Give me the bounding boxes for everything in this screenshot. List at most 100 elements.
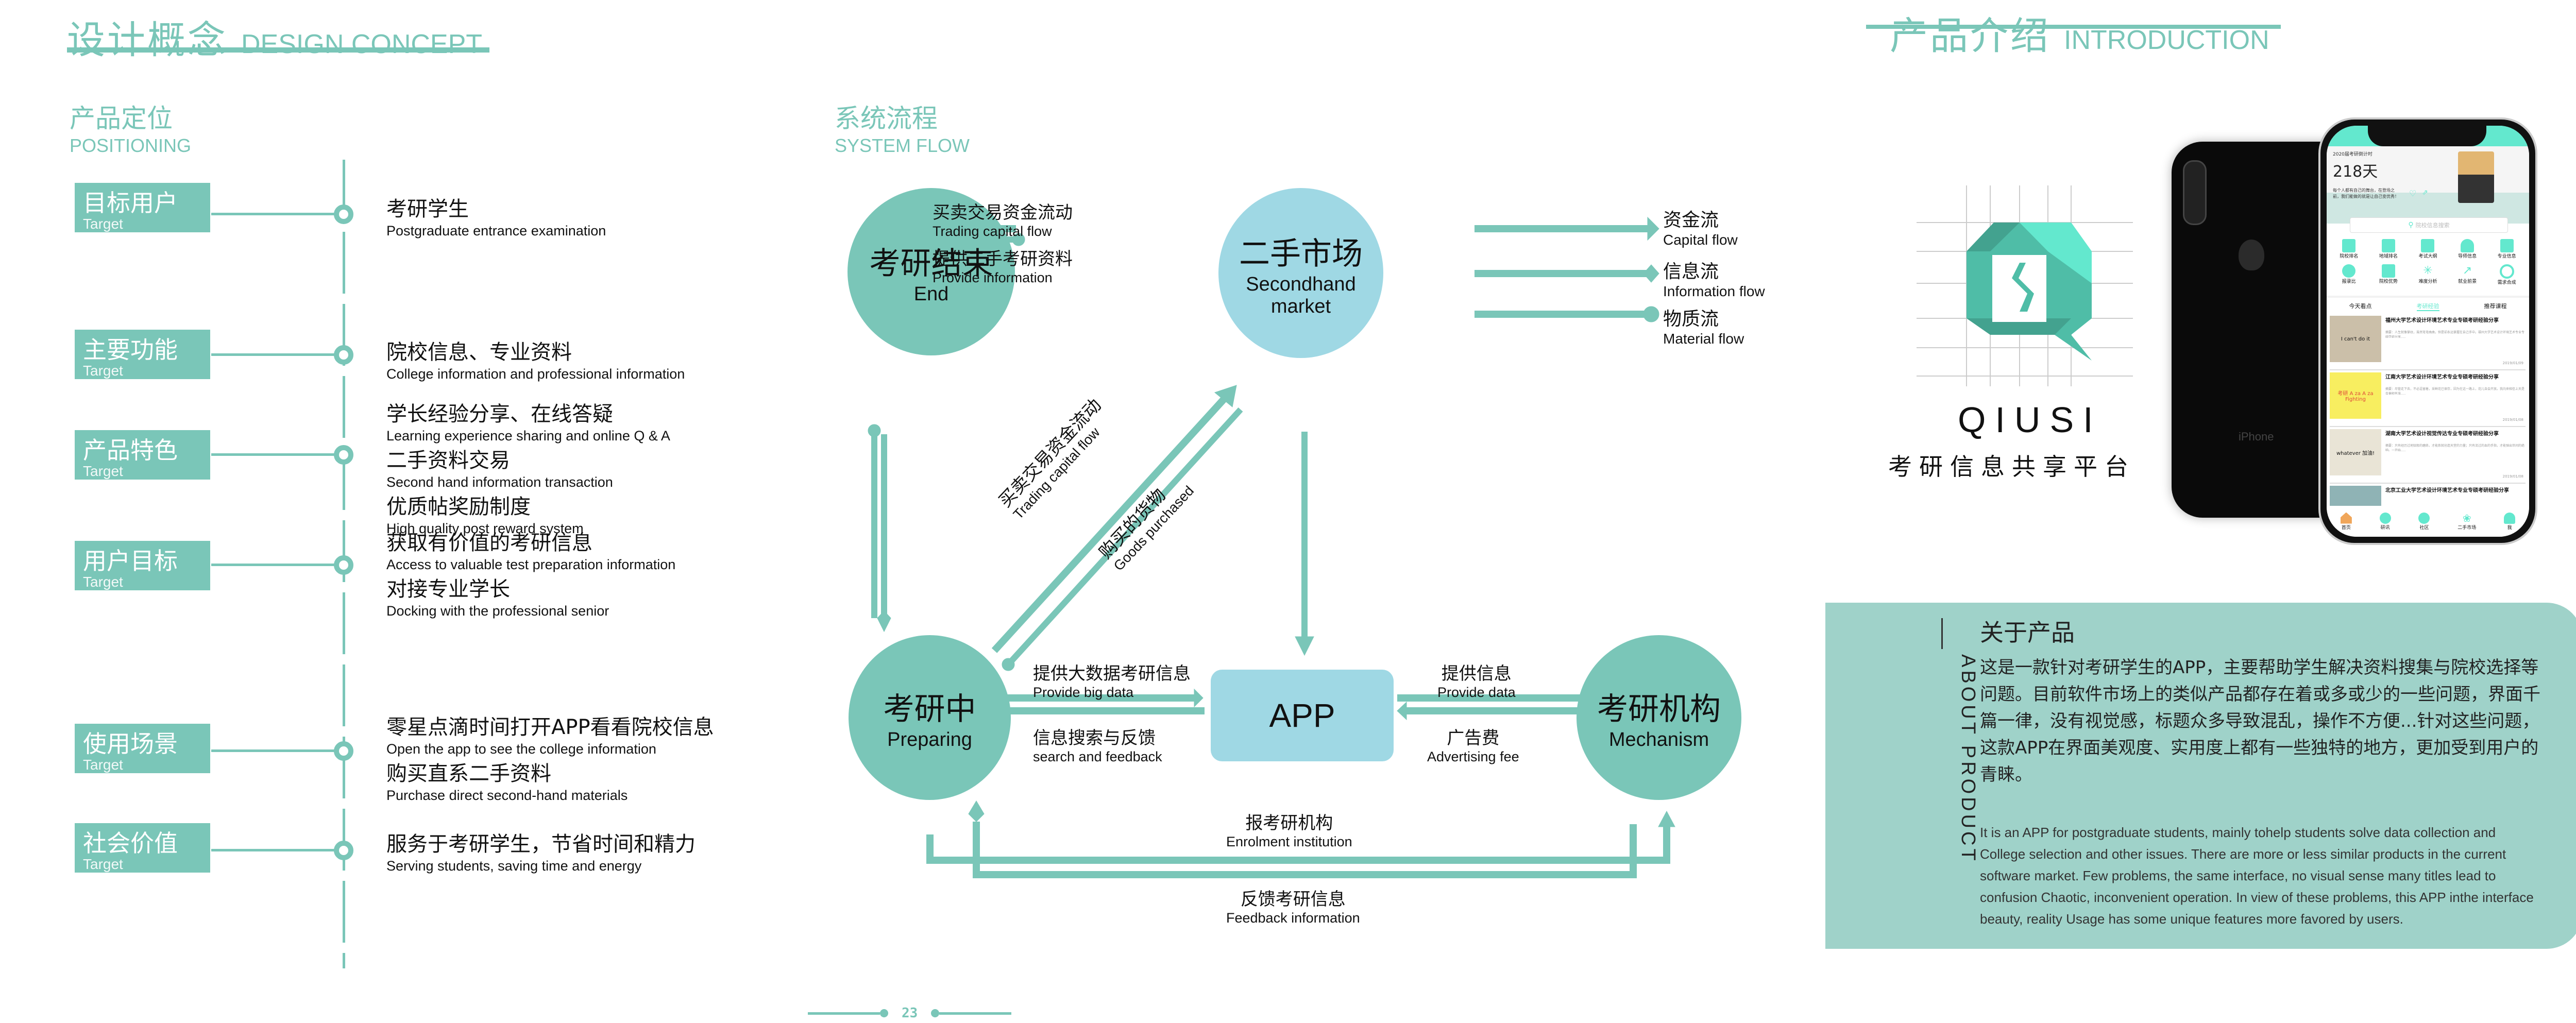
legend-zh: 物质流 <box>1663 309 1719 330</box>
edge-trading-top: 买卖交易资金流动 Trading capital flow <box>933 198 1073 240</box>
box-label-en: Target <box>83 363 123 379</box>
about-side-label: ABOUT PRODUCT <box>1957 654 1979 864</box>
box-label-zh: 目标用户 <box>83 189 178 217</box>
tabbar-home[interactable]: 首页 <box>2340 512 2352 531</box>
grid-item[interactable]: 考试大纲 <box>2408 239 2448 259</box>
grid-item[interactable]: 院校优势 <box>2369 264 2409 285</box>
feature-grid: 院校排名 地域排名 考试大纲 导师信息 专业信息 报录比 院校优势 ✳难度分析 … <box>2329 239 2527 285</box>
about-title: 关于产品 <box>1980 619 2075 646</box>
edge-ad-fee: 广告费 Advertising fee <box>1427 724 1519 765</box>
legend-capital-flow: 资金流 Capital flow <box>1663 205 1738 248</box>
grid-item[interactable]: 导师信息 <box>2448 239 2487 259</box>
countdown-label: 2020届考研倒计时 <box>2333 152 2372 157</box>
item-zh: 服务于考研学生，节省时间和精力 <box>386 832 696 856</box>
positioning-box-user-goal: 用户目标 Target <box>75 541 218 596</box>
share-icon[interactable]: ⇗ <box>2422 189 2428 197</box>
timeline-node <box>334 204 353 224</box>
item-zh: 二手资料交易 <box>386 449 510 472</box>
grid-item[interactable]: ✳难度分析 <box>2408 264 2448 285</box>
article-summary: 摘要：人生就像掌纹，虽然弯弯曲曲，但是却永远掌握在自己手中。福州大学艺术设计环境… <box>2385 331 2525 338</box>
node-end: 考研结束 End <box>848 188 1015 355</box>
node-preparing: 考研中 Preparing <box>849 635 1011 800</box>
tabbar-market[interactable]: ❀二手市场 <box>2458 513 2476 531</box>
logo-tagline: 考研信息共享平台 <box>1888 453 2136 481</box>
legend-en: Material flow <box>1663 331 1744 347</box>
search-bar[interactable]: ⚲ 院校信息搜索 <box>2350 217 2508 233</box>
about-body-en: It is an APP for postgraduate students, … <box>1980 825 2534 927</box>
item-en: College information and professional inf… <box>386 366 685 382</box>
box-label-en: Target <box>83 856 123 872</box>
page-number-text: 23 <box>902 1005 918 1021</box>
tabbar-label: 研讯 <box>2380 525 2390 531</box>
article-title: 北京工业大学艺术设计环境艺术专业专硕考研经验分享 <box>2385 488 2509 493</box>
node-mechanism: 考研机构 Mechanism <box>1577 635 1741 800</box>
box-label-zh: 社会价值 <box>83 829 178 857</box>
edge-en: search and feedback <box>1033 749 1162 764</box>
tab-today[interactable]: 今天看点 <box>2349 303 2372 310</box>
grid-item[interactable]: 报录比 <box>2329 264 2369 285</box>
tabbar-label: 二手市场 <box>2458 525 2477 531</box>
item-zh: 考研学生 <box>386 197 469 221</box>
tabbar-label: 我 <box>2507 525 2512 531</box>
page-title-en: DESIGN CONCEPT <box>241 29 483 59</box>
grid-label: 专业信息 <box>2497 254 2516 259</box>
article-thumbnail: 考研 A za A za Fighting <box>2330 372 2381 419</box>
positioning-box-features: 产品特色 Target <box>75 430 218 486</box>
edge-zh: 提供二手考研资料 <box>933 249 1073 269</box>
connector <box>211 213 335 215</box>
article-item[interactable]: I can't do it 福州大学艺术设计环境艺术专业专硕考研经验分享 摘要：… <box>2330 314 2526 370</box>
article-date: 2019/01/09 <box>2502 361 2523 365</box>
node-preparing-zh: 考研中 <box>883 691 976 727</box>
about-product-card: ABOUT PRODUCT 关于产品 这是一款针对考研学生的APP，主要帮助学生… <box>1825 603 2576 949</box>
phone-screen: 2020届考研倒计时 218天 每个人都有自己的舞台，在登场之前，我们能做的就是… <box>2327 126 2529 537</box>
page-line <box>808 1012 880 1015</box>
title-underline <box>67 47 489 53</box>
article-item[interactable]: 考研 A za A za Fighting 江南大学艺术设计环境艺术专业专硕考研… <box>2330 370 2526 427</box>
item-en: Learning experience sharing and online Q… <box>386 428 670 444</box>
grid-label: 导师信息 <box>2458 254 2477 259</box>
box-label-zh: 主要功能 <box>83 336 178 364</box>
edge-zh: 买卖交易资金流动 <box>933 202 1073 223</box>
legend-material-flow: 物质流 Material flow <box>1663 304 1744 347</box>
tab-courses[interactable]: 推荐课程 <box>2484 303 2507 310</box>
grid-item[interactable]: 院校排名 <box>2329 239 2369 259</box>
tabbar-me[interactable]: 我 <box>2504 512 2516 531</box>
node-secondhand-market: 二手市场 Secondhand market <box>1218 188 1383 358</box>
article-item[interactable]: whatever 加油! 湖南大学艺术设计视觉传达专业专硕考研经验分享 摘要：只… <box>2330 427 2526 484</box>
grid-label: 需求合成 <box>2497 280 2516 285</box>
tabbar-community[interactable]: 社区 <box>2418 512 2430 531</box>
grid-item[interactable]: 需求合成 <box>2487 264 2527 285</box>
phone-front: 2020届考研倒计时 218天 每个人都有自己的舞台，在登场之前，我们能做的就是… <box>2318 117 2537 545</box>
edge-en: Enrolment institution <box>1226 834 1352 849</box>
grid-item[interactable]: 专业信息 <box>2487 239 2527 259</box>
edge-en: Advertising fee <box>1427 749 1519 764</box>
timeline-node <box>334 741 353 761</box>
about-body-zh: 这是一款针对考研学生的APP，主要帮助学生解决资料搜集与院校选择等问题。目前软件… <box>1980 657 2540 785</box>
article-title: 湖南大学艺术设计视觉传达专业专硕考研经验分享 <box>2385 431 2499 437</box>
content-tabs: 今天看点 考研经验 推荐课程 <box>2327 296 2529 311</box>
box-label-en: Target <box>83 757 123 773</box>
hero-banner: 2020届考研倒计时 218天 每个人都有自己的舞台，在登场之前，我们能做的就是… <box>2327 146 2529 224</box>
about-side-line <box>1941 618 1943 649</box>
edge-zh: 信息搜索与反馈 <box>1033 728 1156 748</box>
tabbar-news[interactable]: 研讯 <box>2379 512 2391 531</box>
tabbar-label: 社区 <box>2419 525 2429 531</box>
article-title: 福州大学艺术设计环境艺术专业专硕考研经验分享 <box>2385 318 2499 323</box>
positioning-items: 院校信息、专业资料 College information and profes… <box>386 340 685 383</box>
tab-experience[interactable]: 考研经验 <box>2416 302 2439 311</box>
heart-icon[interactable]: ♡ <box>2409 189 2417 198</box>
node-end-zh: 考研结束 <box>869 245 993 282</box>
article-summary: 摘要：尽管走下去，不必逗留着，采鲜花已保存，因为在这一路上，花儿自会开放。我向来… <box>2385 387 2525 395</box>
planet-icon <box>2379 512 2391 524</box>
apple-logo-icon <box>2239 240 2264 270</box>
edge-en: Provide big data <box>1033 685 1134 700</box>
grid-item[interactable]: ↗就业前景 <box>2448 264 2487 285</box>
motto-text: 每个人都有自己的舞台，在登场之前，我们能做的就是让自己变优秀！ <box>2333 188 2399 199</box>
positioning-items: 学长经验分享、在线答疑 Learning experience sharing … <box>386 402 670 538</box>
article-title: 江南大学艺术设计环境艺术专业专硕考研经验分享 <box>2385 374 2499 380</box>
node-secondhand-zh: 二手市场 <box>1239 235 1363 272</box>
grid-item[interactable]: 地域排名 <box>2369 239 2409 259</box>
page-line <box>939 1012 1012 1015</box>
page-title-zh: 产品介绍 <box>1890 14 2050 58</box>
